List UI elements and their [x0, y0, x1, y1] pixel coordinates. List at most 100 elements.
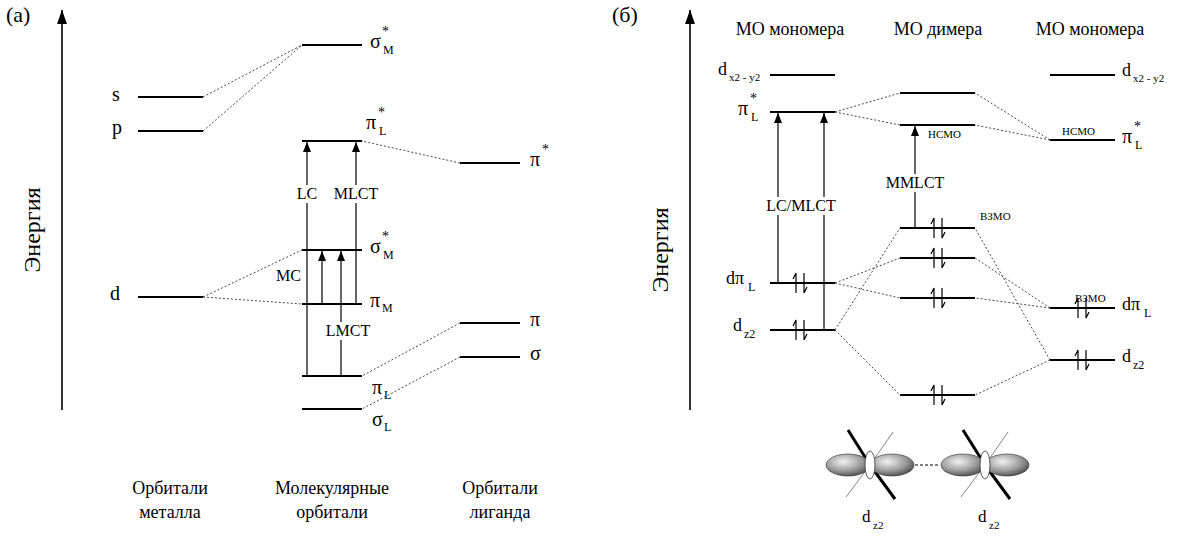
diagram-label: * — [542, 143, 549, 157]
orbital-lobe — [870, 454, 914, 476]
correlation-line — [203, 297, 302, 304]
diagram-label: dπ — [726, 269, 744, 287]
electron-spin-down — [804, 273, 807, 293]
energy-axis — [61, 10, 63, 410]
energy-level — [900, 92, 975, 94]
correlation-line — [835, 93, 900, 112]
transition-arrow — [355, 142, 356, 304]
diagram-label: Орбитали металла — [110, 476, 230, 525]
diagram-label: d — [110, 283, 120, 303]
diagram-label: * — [750, 92, 757, 106]
electron-spin-down — [942, 288, 945, 308]
energy-level — [138, 296, 203, 298]
diagram-label: z2 — [873, 520, 883, 531]
energy-level — [460, 322, 520, 324]
diagram-label: MMLCT — [884, 174, 947, 192]
correlation-line — [975, 258, 1050, 308]
energy-level — [770, 74, 835, 76]
diagram-label: z2 — [989, 520, 999, 531]
electron-spin-down — [942, 248, 945, 268]
diagram-label: Орбитали лиганда — [440, 476, 560, 525]
transition-arrow — [321, 251, 322, 304]
correlation-line — [835, 112, 900, 125]
diagram-label: * — [378, 106, 385, 120]
diagram-label: Молекулярные орбитали — [267, 476, 397, 525]
diagram-label: d — [1122, 61, 1131, 79]
electron-spin-down — [942, 385, 945, 405]
correlation-line — [203, 45, 302, 97]
dz2-orbital-right — [941, 430, 1029, 499]
energy-level — [460, 162, 520, 164]
correlation-line — [835, 283, 900, 298]
energy-level — [138, 130, 203, 132]
diagram-label: Энергия — [20, 187, 44, 272]
diagram-label: LMCT — [324, 322, 372, 340]
diagram-label: MLCT — [332, 185, 380, 203]
energy-level — [1050, 307, 1115, 309]
diagram-label: σ — [530, 343, 541, 363]
level-lines — [62, 10, 1115, 410]
diagram-label: L — [1144, 307, 1151, 319]
energy-level — [302, 249, 362, 251]
diagram-label: M — [383, 44, 394, 56]
diagram-label: L — [384, 389, 391, 401]
diagram-label: π — [366, 112, 376, 132]
diagram-label: M — [382, 302, 393, 314]
diagram-label: z2 — [744, 328, 755, 340]
diagram-label: МО димера — [894, 20, 983, 38]
transition-arrow — [306, 142, 307, 376]
diagram-label: σ — [370, 31, 381, 51]
energy-level — [138, 96, 203, 98]
electron-spin-down — [804, 320, 807, 340]
diagram-label: (а) — [6, 4, 30, 26]
correlation-line — [975, 228, 1050, 360]
diagram-label: d — [1122, 347, 1131, 365]
electron-spin-up — [793, 320, 796, 340]
diagram-label: (б) — [612, 4, 638, 26]
diagram-label: L — [748, 281, 755, 293]
orbital-lobe — [826, 454, 870, 476]
energy-level — [900, 297, 975, 299]
orbital-torus — [980, 451, 990, 479]
diagram-label: s — [112, 84, 120, 104]
energy-level — [1050, 74, 1115, 76]
energy-level — [900, 394, 975, 396]
orbital-lobe — [985, 454, 1029, 476]
diagram-label: σ — [370, 236, 381, 256]
diagram-label: π — [738, 98, 748, 118]
transition-arrow — [340, 251, 341, 376]
energy-level — [302, 375, 362, 377]
diagram-label: ВЗМО — [1075, 293, 1106, 304]
correlation-line — [975, 360, 1050, 395]
diagram-label: d — [733, 316, 742, 334]
diagram-label: M — [383, 249, 394, 261]
electron-spin-up — [931, 218, 934, 238]
energy-axis — [689, 10, 691, 410]
diagram-label: LC — [295, 185, 319, 203]
diagram-label: * — [382, 25, 389, 39]
correlation-line — [362, 141, 460, 163]
diagram-label: π — [1122, 126, 1132, 146]
energy-level — [302, 140, 362, 142]
correlation-line — [835, 228, 900, 330]
energy-level — [1050, 139, 1115, 141]
energy-level — [302, 408, 362, 410]
diagram-label: МО мономера — [736, 20, 845, 38]
electron-spin-down — [1086, 350, 1089, 370]
electron-spin-down — [942, 218, 945, 238]
diagram-label: Энергия — [648, 207, 672, 292]
energy-level — [770, 282, 835, 284]
diagram-label: L — [751, 111, 758, 123]
diagram-label: π — [530, 309, 540, 329]
diagram-label: L — [384, 421, 391, 433]
electron-spin-up — [931, 385, 934, 405]
correlation-line — [203, 45, 302, 131]
diagram-label: x2 - y2 — [1133, 73, 1164, 84]
correlation-line — [975, 298, 1050, 308]
diagram-label: z2 — [1133, 359, 1144, 371]
energy-level — [770, 111, 835, 113]
diagram-label: L — [379, 125, 386, 137]
orbital-torus — [865, 451, 875, 479]
metal-metal-interaction — [915, 465, 940, 466]
